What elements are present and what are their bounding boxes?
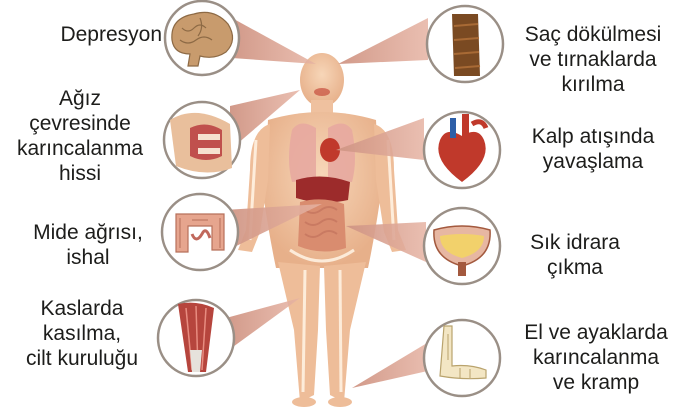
muscle-icon [158, 300, 234, 376]
label-line: kasılma, [4, 321, 160, 346]
connector-muscle [226, 298, 300, 352]
label-idrar: Sık idrara çıkma [500, 230, 650, 280]
label-line: karıncalanma [0, 136, 160, 161]
bladder-icon [424, 208, 500, 284]
label-line: Depresyon [60, 22, 162, 47]
label-line: çıkma [500, 255, 650, 280]
label-line: yavaşlama [500, 149, 686, 174]
label-sac: Saç dökülmesi ve tırnaklarda kırılma [500, 22, 686, 97]
intestine-icon [162, 194, 238, 270]
label-kas: Kaslarda kasılma, cilt kuruluğu [4, 296, 160, 371]
heart-icon [424, 112, 500, 188]
connector-brain [232, 18, 316, 64]
label-line: cilt kuruluğu [4, 346, 160, 371]
label-line: Ağız [0, 86, 160, 111]
label-agiz: Ağız çevresinde karıncalanma hissi [0, 86, 160, 186]
label-line: Sık idrara [500, 230, 650, 255]
label-kalp: Kalp atışında yavaşlama [500, 124, 686, 174]
connector-hair [338, 18, 428, 64]
label-line: Kaslarda [4, 296, 160, 321]
label-line: kırılma [500, 72, 686, 97]
label-mide: Mide ağrısı, ishal [14, 220, 162, 270]
label-line: çevresinde [0, 111, 160, 136]
label-el: El ve ayaklarda karıncalanma ve kramp [504, 320, 688, 395]
label-line: ve tırnaklarda [500, 47, 686, 72]
label-depresyon: Depresyon [60, 22, 162, 47]
label-line: ve kramp [504, 370, 688, 395]
mouth-cross-section-icon [164, 102, 240, 178]
label-line: hissi [0, 161, 160, 186]
label-line: Saç dökülmesi [500, 22, 686, 47]
label-line: karıncalanma [504, 345, 688, 370]
brain-icon [165, 1, 239, 75]
label-line: Kalp atışında [500, 124, 686, 149]
hair-strand-icon [427, 6, 503, 82]
label-line: ishal [14, 245, 162, 270]
label-line: Mide ağrısı, [14, 220, 162, 245]
connector-foot [352, 340, 432, 388]
foot-skeleton-icon [424, 320, 500, 396]
label-line: El ve ayaklarda [504, 320, 688, 345]
